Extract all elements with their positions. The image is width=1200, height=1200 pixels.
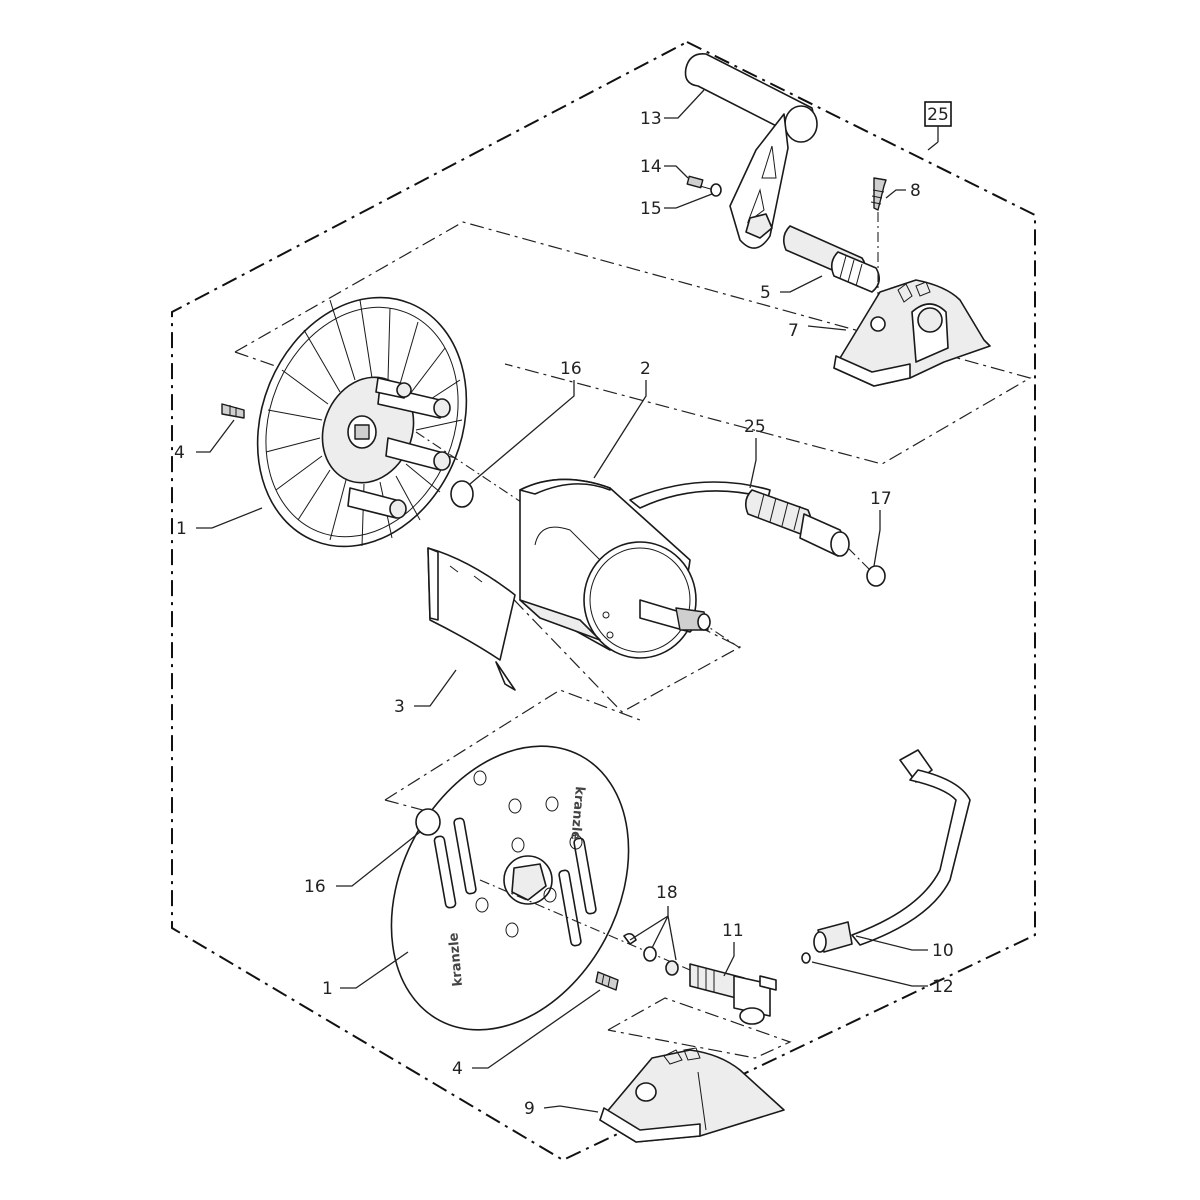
callout-11: 11 <box>722 921 744 941</box>
kit-box: 25 <box>924 101 952 151</box>
screw-14-part <box>686 175 722 197</box>
bracket-7-part <box>833 279 991 387</box>
bracket-9-part <box>599 1047 785 1143</box>
callout-1-upper: 1 <box>176 519 187 539</box>
upper-frame <box>234 221 1032 465</box>
callout-2: 2 <box>640 359 651 379</box>
callout-8: 8 <box>910 181 921 201</box>
lower-frame <box>384 689 641 801</box>
callout-18: 18 <box>656 883 678 903</box>
cover-shell-part <box>427 547 516 691</box>
callout-7: 7 <box>788 321 799 341</box>
oring-12-part <box>801 952 811 964</box>
callout-25-hose: 25 <box>744 417 766 437</box>
bottom-frame <box>607 997 792 1059</box>
callout-16-upper: 16 <box>560 359 582 379</box>
callout-3: 3 <box>394 697 405 717</box>
callout-16-lower: 16 <box>304 877 326 897</box>
seal-set-18-part <box>623 932 679 976</box>
circlip-16-lower-part <box>415 808 441 836</box>
swivel-11-part <box>689 963 777 1025</box>
hose-drum-part <box>519 478 711 659</box>
crank-handle-part <box>684 52 818 249</box>
callout-5: 5 <box>760 283 771 303</box>
drum-flange-upper-part <box>256 296 468 548</box>
screw-4-upper-part <box>221 403 245 419</box>
callout-12: 12 <box>932 977 954 997</box>
drum-flange-lower-part: kranzle kranzle <box>390 745 630 1031</box>
callout-17: 17 <box>870 489 892 509</box>
callout-10: 10 <box>932 941 954 961</box>
brand-logo-bottom: kranzle <box>446 932 466 987</box>
brand-logo-top: kranzle <box>567 786 587 841</box>
screw-4-lower-part <box>595 971 619 991</box>
oring-17-part <box>866 565 886 587</box>
callout-9: 9 <box>524 1099 535 1119</box>
callout-14: 14 <box>640 157 662 177</box>
kit-box-label: 25 <box>927 105 949 125</box>
callout-13: 13 <box>640 109 662 129</box>
pipe-10-part <box>813 749 971 953</box>
callout-4-lower: 4 <box>452 1059 463 1079</box>
hose-25-part <box>629 481 850 557</box>
callout-1-lower: 1 <box>322 979 333 999</box>
shaft-part <box>782 225 880 293</box>
screw-8-part <box>870 177 887 211</box>
assembly-boundary <box>171 40 1036 1162</box>
callout-15: 15 <box>640 199 662 219</box>
callout-4-upper: 4 <box>174 443 185 463</box>
middle-frame <box>494 577 742 713</box>
circlip-16-upper-part <box>450 480 474 508</box>
